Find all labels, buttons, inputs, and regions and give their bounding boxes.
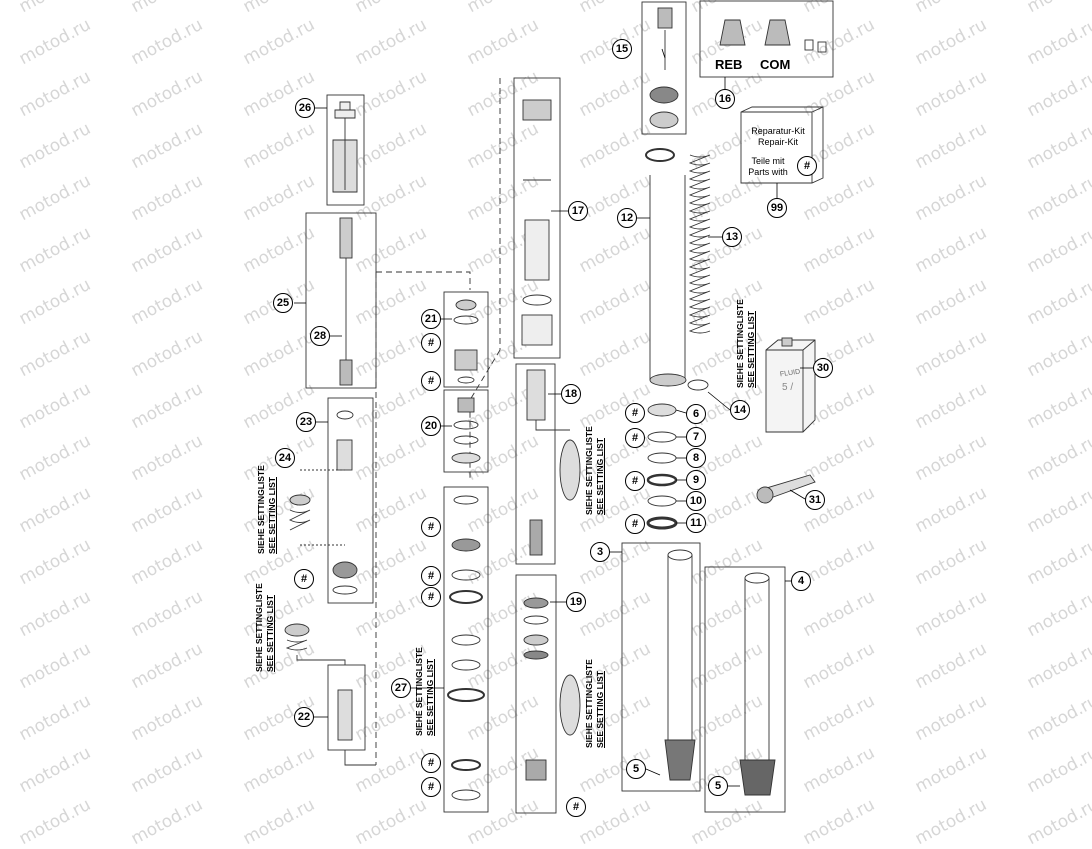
callout-12: 12 bbox=[617, 208, 637, 228]
callout-30: 30 bbox=[813, 358, 833, 378]
part-25-outline bbox=[305, 212, 377, 389]
setting-note-de: SIEHE SETTINGLISTE bbox=[256, 465, 266, 554]
part-17-outline bbox=[513, 77, 561, 359]
callout-6: 6 bbox=[686, 404, 706, 424]
callout-26: 26 bbox=[295, 98, 315, 118]
part-13-spring bbox=[688, 154, 711, 334]
part-19-outline bbox=[515, 574, 557, 814]
setting-note-24: SIEHE SETTINGLISTE SEE SETTING LIST bbox=[256, 465, 278, 554]
setting-note-en: SEE SETTING LIST bbox=[595, 438, 605, 515]
callout-3: 3 bbox=[590, 542, 610, 562]
callout-22: 22 bbox=[294, 707, 314, 727]
callout-31: 31 bbox=[805, 490, 825, 510]
setting-note-13: SIEHE SETTINGLISTE SEE SETTING LIST bbox=[735, 299, 757, 388]
part-23-outline bbox=[327, 397, 374, 604]
callout-14: 14 bbox=[730, 400, 750, 420]
callout-19: 19 bbox=[566, 592, 586, 612]
callout-hash-9: # bbox=[625, 471, 645, 491]
setting-note-22: SIEHE SETTINGLISTE SEE SETTING LIST bbox=[254, 583, 276, 672]
callout-15: 15 bbox=[612, 39, 632, 59]
part-4-outline bbox=[704, 566, 786, 813]
part-18-outline bbox=[515, 363, 556, 565]
part-12-tube bbox=[649, 175, 686, 380]
setting-note-de: SIEHE SETTINGLISTE bbox=[414, 647, 424, 736]
setting-note-de: SIEHE SETTINGLISTE bbox=[584, 426, 594, 515]
callout-23: 23 bbox=[296, 412, 316, 432]
callout-5-right: 5 bbox=[708, 776, 728, 796]
callout-hash-27d: # bbox=[421, 753, 441, 773]
callout-27: 27 bbox=[391, 678, 411, 698]
part-15-outline bbox=[641, 1, 687, 135]
callout-25: 25 bbox=[273, 293, 293, 313]
callout-hash-kit: # bbox=[797, 156, 817, 176]
fluid-grade: 5 / bbox=[782, 382, 794, 393]
callout-hash-27a: # bbox=[421, 517, 441, 537]
setting-note-en: SEE SETTING LIST bbox=[595, 671, 605, 748]
label-com: COM bbox=[760, 57, 791, 72]
kit-repair: Repair-Kit bbox=[757, 137, 798, 147]
kit-reparatur: Reparatur-Kit bbox=[751, 126, 805, 136]
label-reb: REB bbox=[715, 57, 743, 72]
callout-13: 13 bbox=[722, 227, 742, 247]
setting-note-de: SIEHE SETTINGLISTE bbox=[584, 659, 594, 748]
part-20-outline bbox=[443, 389, 489, 473]
callout-hash-21b: # bbox=[421, 371, 441, 391]
callout-11: 11 bbox=[686, 513, 706, 533]
dash-link-top bbox=[469, 78, 501, 480]
callout-4: 4 bbox=[791, 571, 811, 591]
callout-20: 20 bbox=[421, 416, 441, 436]
part-26-cap bbox=[334, 101, 356, 119]
callout-24: 24 bbox=[275, 448, 295, 468]
callout-16: 16 bbox=[715, 89, 735, 109]
callout-7: 7 bbox=[686, 427, 706, 447]
callout-hash-23: # bbox=[294, 569, 314, 589]
dash-link-left bbox=[375, 271, 471, 765]
callout-9: 9 bbox=[686, 470, 706, 490]
kit-parts-with: Parts with bbox=[748, 167, 788, 177]
callout-17: 17 bbox=[568, 201, 588, 221]
part-3-outline bbox=[621, 542, 701, 792]
callout-18: 18 bbox=[561, 384, 581, 404]
callout-10: 10 bbox=[686, 491, 706, 511]
setting-note-en: SEE SETTING LIST bbox=[746, 311, 756, 388]
callout-hash-11: # bbox=[625, 514, 645, 534]
callout-hash-7: # bbox=[625, 428, 645, 448]
setting-note-19: SIEHE SETTINGLISTE SEE SETTING LIST bbox=[584, 659, 606, 748]
part-26-outline bbox=[326, 94, 365, 206]
kit-teile-mit: Teile mit bbox=[751, 156, 785, 166]
callout-28: 28 bbox=[310, 326, 330, 346]
callout-hash-27e: # bbox=[421, 777, 441, 797]
setting-note-18: SIEHE SETTINGLISTE SEE SETTING LIST bbox=[584, 426, 606, 515]
setting-note-en: SEE SETTING LIST bbox=[425, 659, 435, 736]
callout-hash-27c: # bbox=[421, 587, 441, 607]
part-27-outline bbox=[443, 486, 489, 813]
setting-note-27: SIEHE SETTINGLISTE SEE SETTING LIST bbox=[414, 647, 436, 736]
exploded-fork-diagram bbox=[284, 0, 834, 814]
setting-note-de: SIEHE SETTINGLISTE bbox=[735, 299, 745, 388]
callout-21: 21 bbox=[421, 309, 441, 329]
callout-5-left: 5 bbox=[626, 759, 646, 779]
part-16-outline bbox=[699, 0, 834, 78]
callout-hash-6: # bbox=[625, 403, 645, 423]
setting-note-en: SEE SETTING LIST bbox=[267, 477, 277, 554]
part-22-outline bbox=[327, 664, 366, 751]
callout-8: 8 bbox=[686, 448, 706, 468]
callout-hash-21a: # bbox=[421, 333, 441, 353]
setting-note-en: SEE SETTING LIST bbox=[265, 595, 275, 672]
part-21-outline bbox=[443, 291, 489, 388]
callout-hash-27b: # bbox=[421, 566, 441, 586]
fluid-can bbox=[765, 339, 816, 433]
setting-note-de: SIEHE SETTINGLISTE bbox=[254, 583, 264, 672]
callout-hash-19: # bbox=[566, 797, 586, 817]
callout-99: 99 bbox=[767, 198, 787, 218]
